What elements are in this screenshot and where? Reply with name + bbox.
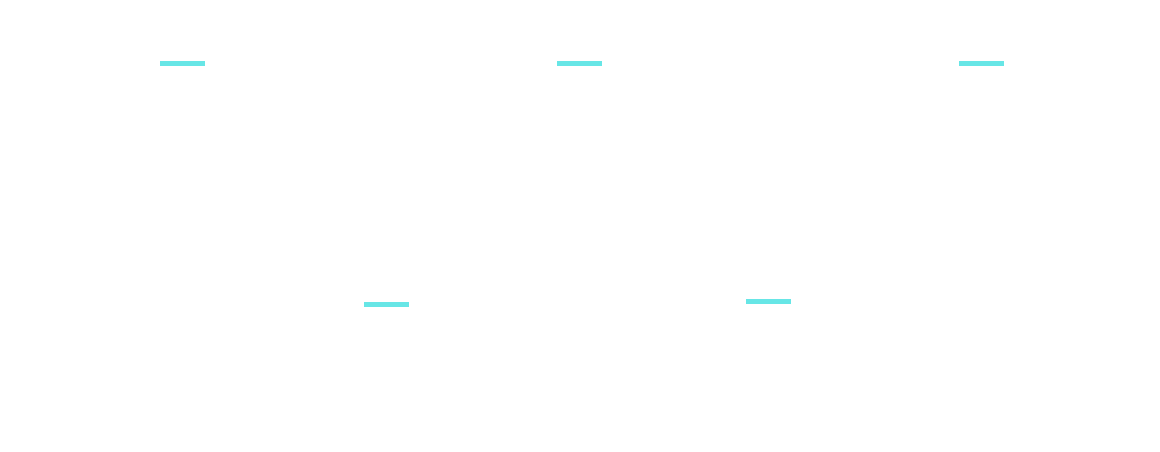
dash-icon <box>557 61 602 66</box>
dash-icon <box>364 302 409 307</box>
dash-icon <box>959 61 1004 66</box>
dash-icon <box>746 299 791 304</box>
dash-icon <box>160 61 205 66</box>
